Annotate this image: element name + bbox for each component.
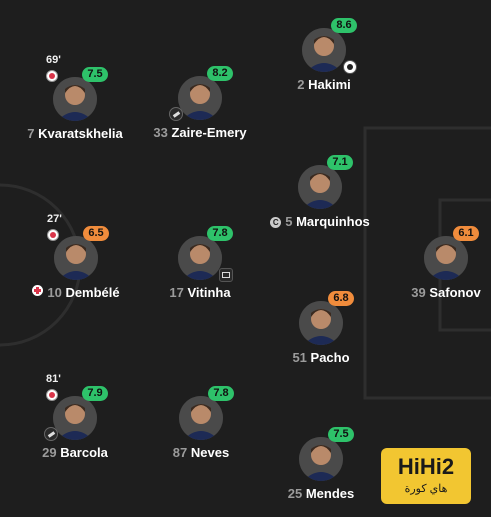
player-photo bbox=[53, 396, 97, 440]
player-barcola[interactable]: 7.9 81' 29 Barcola bbox=[0, 373, 150, 476]
injury-icon bbox=[32, 285, 44, 296]
substitution-minute: 69' bbox=[46, 54, 61, 66]
player-label: 10 Dembélé bbox=[1, 285, 151, 300]
captain-icon: C bbox=[270, 217, 282, 228]
player-name: Zaire-Emery bbox=[171, 125, 247, 140]
player-rating-badge: 7.8 bbox=[208, 386, 234, 401]
player-rating-badge: 7.1 bbox=[327, 155, 353, 170]
player-label: 33 Zaire-Emery bbox=[125, 125, 275, 140]
player-label: 17 Vitinha bbox=[125, 285, 275, 300]
watermark-main-text: HiHi2 bbox=[397, 454, 455, 479]
player-photo bbox=[53, 77, 97, 121]
player-label: 2 Hakimi bbox=[249, 77, 399, 92]
substitution-off-icon bbox=[46, 70, 58, 82]
player-name: Mendes bbox=[305, 486, 355, 501]
player-name: Neves bbox=[190, 445, 230, 460]
player-name: Hakimi bbox=[308, 77, 351, 92]
player-number: 10 bbox=[47, 285, 62, 300]
player-label: 25 Mendes bbox=[246, 486, 396, 501]
watermark-sub-text: هاي كورة bbox=[404, 483, 448, 495]
player-rating-badge: 7.8 bbox=[207, 226, 233, 241]
player-safonov[interactable]: 6.1 39 Safonov bbox=[371, 226, 491, 316]
player-zaire-emery[interactable]: 8.2 33 Zaire-Emery bbox=[125, 66, 275, 156]
player-name: Safonov bbox=[429, 285, 481, 300]
player-vitinha[interactable]: 7.8 17 Vitinha bbox=[125, 226, 275, 316]
player-photo bbox=[299, 301, 343, 345]
player-name: Pacho bbox=[310, 350, 350, 365]
player-photo bbox=[298, 165, 342, 209]
hihi2-watermark-logo: HiHi2 هاي كورة bbox=[381, 448, 471, 504]
player-number: 87 bbox=[172, 445, 188, 460]
player-kvaratskhelia[interactable]: 7.5 69' 7 Kvaratskhelia bbox=[0, 54, 150, 157]
player-label: 7 Kvaratskhelia bbox=[0, 126, 150, 141]
substitution-minute: 27' bbox=[47, 213, 62, 225]
player-neves[interactable]: 7.8 87 Neves bbox=[126, 386, 276, 476]
player-photo bbox=[179, 396, 223, 440]
player-number: 33 bbox=[153, 125, 168, 140]
player-number: 5 bbox=[285, 214, 293, 229]
substitution-off-icon bbox=[47, 229, 59, 241]
player-number: 51 bbox=[292, 350, 307, 365]
player-photo bbox=[302, 28, 346, 72]
player-number: 2 bbox=[297, 77, 305, 92]
player-number: 39 bbox=[411, 285, 426, 300]
player-photo bbox=[54, 236, 98, 280]
player-rating-badge: 7.5 bbox=[82, 67, 108, 82]
player-label: 87 Neves bbox=[126, 445, 276, 460]
player-rating-badge: 7.5 bbox=[328, 427, 354, 442]
player-name: Dembélé bbox=[65, 285, 120, 300]
player-rating-badge: 6.1 bbox=[453, 226, 479, 241]
player-pacho[interactable]: 6.8 51 Pacho bbox=[246, 291, 396, 381]
player-dembele[interactable]: 6.5 27' 10 Dembélé bbox=[1, 213, 151, 316]
player-name: Marquinhos bbox=[296, 214, 370, 229]
player-mendes[interactable]: 7.5 25 Mendes bbox=[246, 427, 396, 517]
ball-icon bbox=[343, 60, 357, 74]
player-rating-badge: 6.5 bbox=[83, 226, 109, 241]
player-photo bbox=[424, 236, 468, 280]
player-number: 29 bbox=[42, 445, 57, 460]
player-number: 25 bbox=[287, 486, 303, 501]
player-hakimi[interactable]: 8.6 2 Hakimi bbox=[249, 18, 399, 108]
player-name: Vitinha bbox=[187, 285, 231, 300]
player-rating-badge: 8.2 bbox=[207, 66, 233, 81]
assist-boot-icon bbox=[44, 427, 58, 441]
player-name: Kvaratskhelia bbox=[38, 126, 123, 141]
substitution-minute: 81' bbox=[46, 373, 61, 385]
substitution-off-icon bbox=[46, 389, 58, 401]
player-number: 7 bbox=[27, 126, 35, 141]
var-icon bbox=[219, 268, 233, 282]
player-rating-badge: 6.8 bbox=[328, 291, 354, 306]
player-photo bbox=[178, 76, 222, 120]
player-label: 39 Safonov bbox=[371, 285, 491, 300]
player-rating-badge: 8.6 bbox=[331, 18, 357, 33]
player-label: 51 Pacho bbox=[246, 350, 396, 365]
player-name: Barcola bbox=[60, 445, 108, 460]
player-photo bbox=[178, 236, 222, 280]
player-rating-badge: 7.9 bbox=[82, 386, 108, 401]
player-number: 17 bbox=[169, 285, 184, 300]
assist-boot-icon bbox=[169, 107, 183, 121]
player-label: 29 Barcola bbox=[0, 445, 150, 460]
player-photo bbox=[299, 437, 343, 481]
